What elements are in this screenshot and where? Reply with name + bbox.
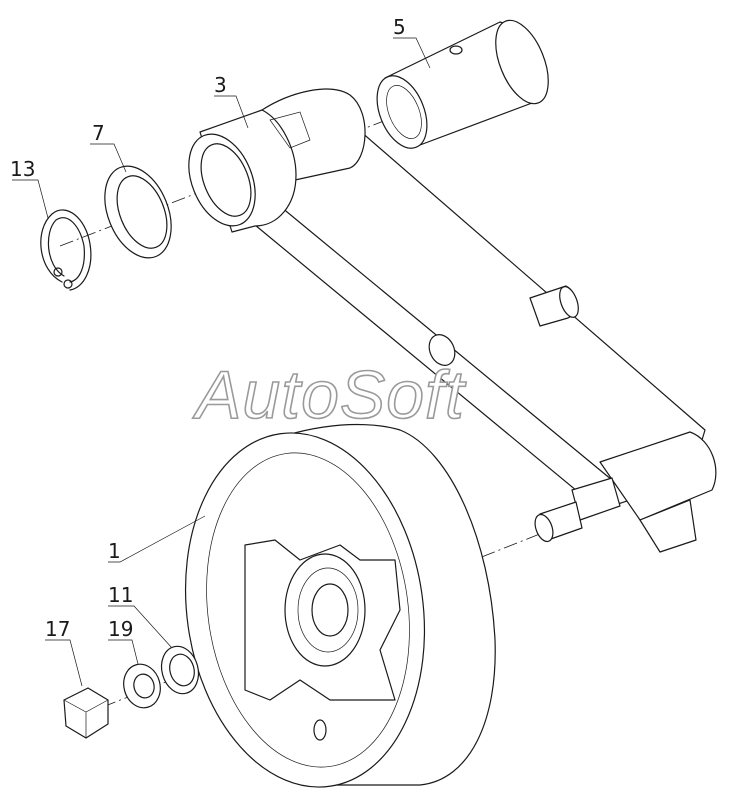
washer-part-11 <box>160 645 200 695</box>
arm-plug <box>428 334 456 366</box>
leader-5 <box>393 37 431 69</box>
pin-end <box>376 75 428 149</box>
leader-17 <box>45 639 83 687</box>
leader-3 <box>214 95 249 129</box>
washer-part-7 <box>104 165 172 259</box>
snap-ring-inner <box>47 217 85 283</box>
leader-19 <box>108 639 139 665</box>
leader-lines <box>12 37 431 687</box>
washer-11-inner <box>169 653 195 687</box>
callout-13: 13 <box>10 157 35 181</box>
roller-part-1 <box>184 423 496 788</box>
callout-labels: 5 3 7 13 1 11 19 17 <box>10 15 406 641</box>
hub-bearing-inner <box>311 583 349 637</box>
arm-lower-lug <box>639 499 697 553</box>
arm-side-pin-end <box>559 286 579 318</box>
snap-ring-eye-b <box>63 279 73 289</box>
arm-edge-line <box>257 187 613 481</box>
leader-1 <box>108 515 206 563</box>
pin-flange <box>495 19 549 105</box>
pin-cross-hole <box>449 45 463 55</box>
callout-1: 1 <box>108 539 121 563</box>
sleeve-slot <box>269 111 311 149</box>
hub-bearing-mid <box>297 567 359 653</box>
snap-ring-outer <box>40 209 92 291</box>
swing-arm <box>188 88 717 553</box>
arm-lower-boss <box>599 431 717 521</box>
washer-19-inner <box>133 673 155 699</box>
callout-7: 7 <box>92 121 105 145</box>
callout-3: 3 <box>214 73 227 97</box>
callout-5: 5 <box>393 15 406 39</box>
watermark-logo: AutoSoft <box>192 357 467 433</box>
nut-part-17 <box>63 687 109 739</box>
roller-rim <box>206 452 410 768</box>
washer-7-inner <box>116 175 168 249</box>
callout-19: 19 <box>108 617 133 641</box>
leader-11 <box>108 605 173 649</box>
nut-edges <box>63 699 109 738</box>
pin-part-5 <box>376 19 549 149</box>
callout-17: 17 <box>45 617 70 641</box>
snap-ring-part-13 <box>40 209 92 291</box>
snap-ring-eye-a <box>53 267 63 277</box>
callout-11: 11 <box>108 583 133 607</box>
sleeve-bore-inner <box>200 143 252 217</box>
axle-end <box>534 513 554 543</box>
roller-hole <box>313 719 327 741</box>
pin-end-groove <box>386 85 422 139</box>
leader-7 <box>90 143 127 173</box>
washer-part-19 <box>123 663 161 709</box>
leader-13 <box>12 179 49 219</box>
